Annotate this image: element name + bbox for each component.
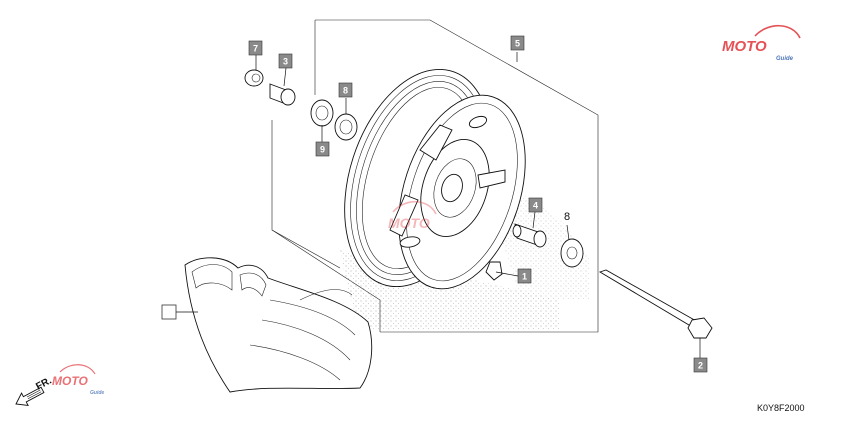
label-part-8-right: 8 [564,211,570,223]
label-part-7-text: 7 [253,44,258,54]
label-part-7: 7 [248,40,263,56]
leader-lines [176,52,519,313]
label-part-8-top-text: 8 [343,86,348,96]
label-part-2: 2 [693,357,708,373]
watermark-logo-bottom: MOTO Guide [52,364,104,396]
label-part-9: 9 [315,141,330,157]
label-part-5-text: 5 [515,39,520,49]
part-bearing-9 [310,99,334,142]
label-part-9-text: 9 [320,145,325,155]
tire-section [184,257,373,393]
moto-helmet-icon-bottom [59,364,96,375]
label-part-4: 4 [528,197,543,213]
label-part-1: 1 [517,268,532,284]
label-part-8-top: 8 [338,82,353,98]
label-part-1-text: 1 [522,272,527,282]
label-part-3: 3 [278,53,293,69]
moto-helmet-icon-center [392,200,437,215]
watermark-bottom-brand: MOTO [52,374,88,388]
watermark-top-brand: MOTO [722,38,767,55]
moto-helmet-icon [754,24,801,39]
watermark-top-sub: Guide [776,56,794,62]
diagram-code: K0Y8F2000 [757,403,805,413]
part-bearing-8-top [334,98,358,141]
part-axle-bolt-2 [598,269,713,358]
label-part-5: 5 [510,35,525,51]
front-direction-indicator: FR. [15,375,54,407]
label-part-8-right-text: 8 [564,211,570,223]
part-bearing-8-right [560,224,584,268]
label-part-2-text: 2 [698,361,703,371]
part-collar-4 [512,211,547,248]
watermark-logo-top: MOTO Guide [722,24,801,62]
front-arrow-icon [15,386,45,407]
part-cap-7 [244,55,264,87]
watermark-bottom-sub: Guide [90,390,104,396]
label-tire-empty [161,304,177,320]
wheel-rim [344,68,526,290]
watermark-center-brand: MOTO [388,215,430,231]
label-part-4-text: 4 [533,201,538,211]
part-collar-3 [269,67,296,106]
watermark-logo-center: MOTO [388,200,437,231]
label-part-3-text: 3 [283,57,288,67]
front-direction-text: FR. [34,375,54,392]
